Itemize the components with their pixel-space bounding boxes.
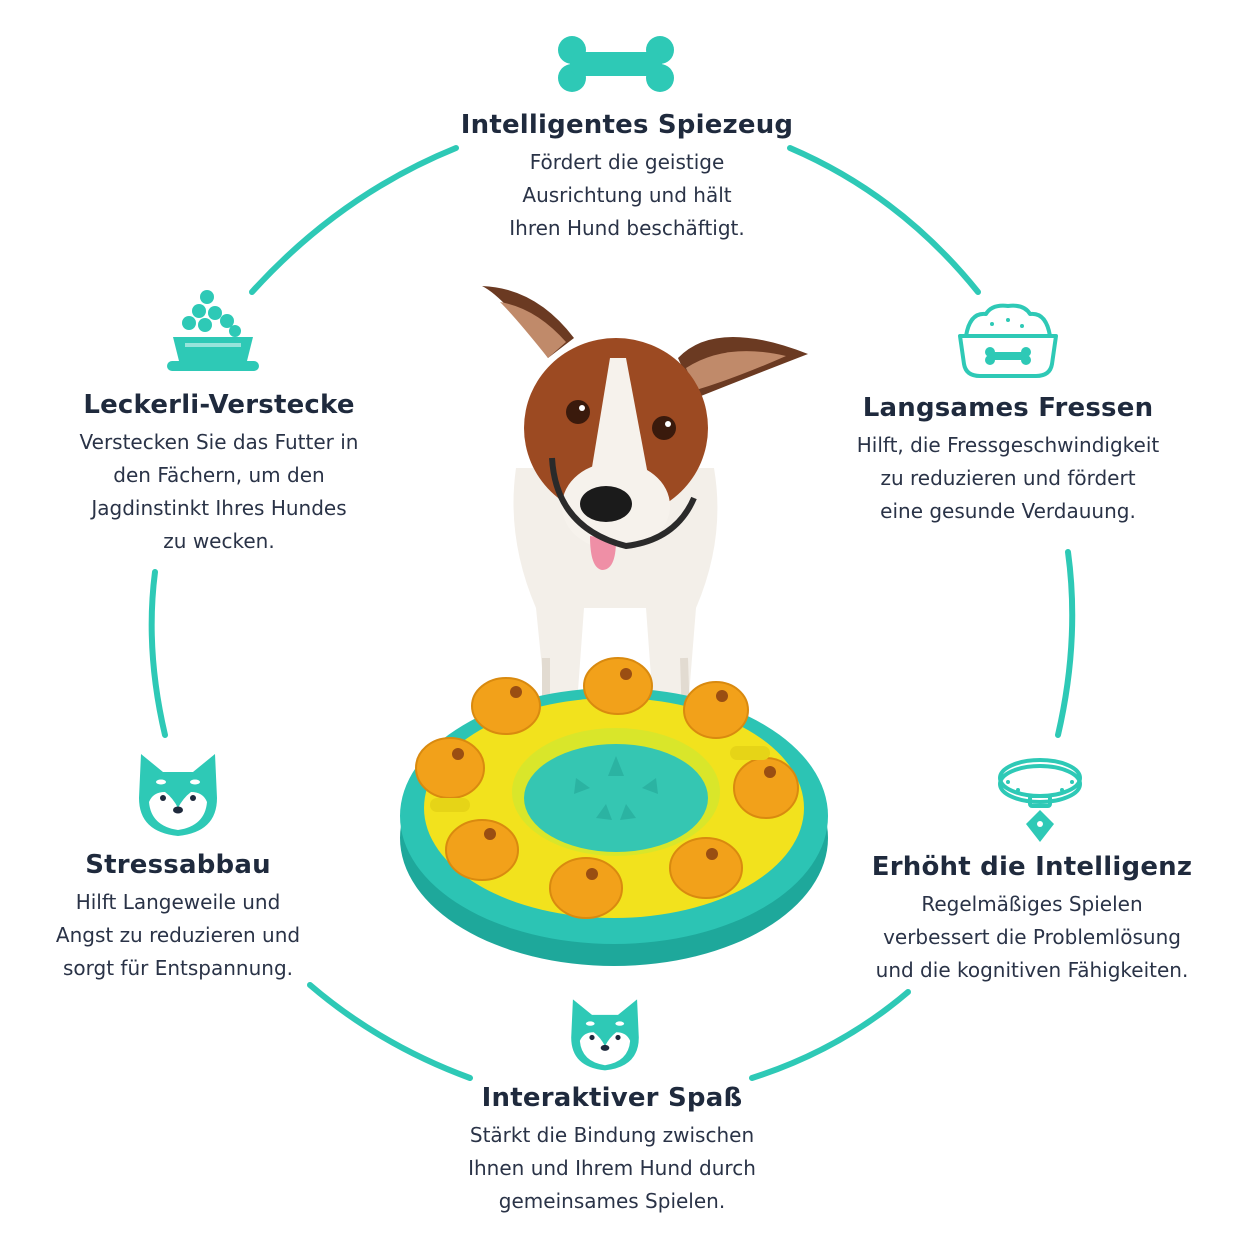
feature-title: Erhöht die Intelligenz <box>871 852 1193 882</box>
feature-leckerli-verstecke: Leckerli-Verstecke Verstecken Sie das Fu… <box>49 390 389 558</box>
shiba-dog-icon <box>139 754 217 836</box>
feature-intelligentes-spielzeug: Intelligentes Spiezeug Fördert die geist… <box>427 110 827 245</box>
feature-title: Intelligentes Spiezeug <box>460 110 794 140</box>
feature-erhoeht-die-intelligenz: Erhöht die Intelligenz Regelmäßiges Spie… <box>852 852 1212 987</box>
arc-right <box>1055 549 1076 738</box>
arc-bottom-right <box>749 989 911 1081</box>
feature-title: Interaktiver Spaß <box>481 1083 743 1113</box>
feature-text: Stärkt die Bindung zwischen Ihnen und Ih… <box>468 1123 756 1213</box>
arc-top-left <box>249 145 459 295</box>
feature-text: Hilft, die Fressgeschwindigkeit zu reduz… <box>856 433 1160 523</box>
dog-illustration <box>482 286 808 719</box>
dog-with-puzzle-feeder-illustration <box>400 286 828 966</box>
food-bowl-icon <box>958 303 1058 378</box>
shiba-dog-icon <box>571 999 639 1071</box>
feature-title: Langsames Fressen <box>862 393 1154 423</box>
treat-cups <box>415 657 799 919</box>
treat-bowl-icon <box>167 290 259 371</box>
bone-icon <box>558 36 674 92</box>
arc-bottom-left <box>307 982 473 1081</box>
feature-text: Verstecken Sie das Futter in den Fächern… <box>79 430 359 553</box>
arc-top-right <box>787 145 981 295</box>
feature-title: Stressabbau <box>85 850 271 880</box>
feature-text: Hilft Langeweile und Angst zu reduzieren… <box>55 890 301 980</box>
feature-title: Leckerli-Verstecke <box>83 390 355 420</box>
feature-text: Regelmäßiges Spielen verbessert die Prob… <box>875 892 1189 982</box>
collar-icon <box>998 758 1082 842</box>
arc-left <box>148 569 168 738</box>
feature-interaktiver-spass: Interaktiver Spaß Stärkt die Bindung zwi… <box>442 1083 782 1218</box>
puzzle-feeder-tray <box>400 657 828 966</box>
feature-text: Fördert die geistige Ausrichtung und häl… <box>509 150 745 240</box>
feature-langsames-fressen: Langsames Fressen Hilft, die Fressgeschw… <box>828 393 1188 528</box>
feature-stressabbau: Stressabbau Hilft Langeweile und Angst z… <box>38 850 318 985</box>
